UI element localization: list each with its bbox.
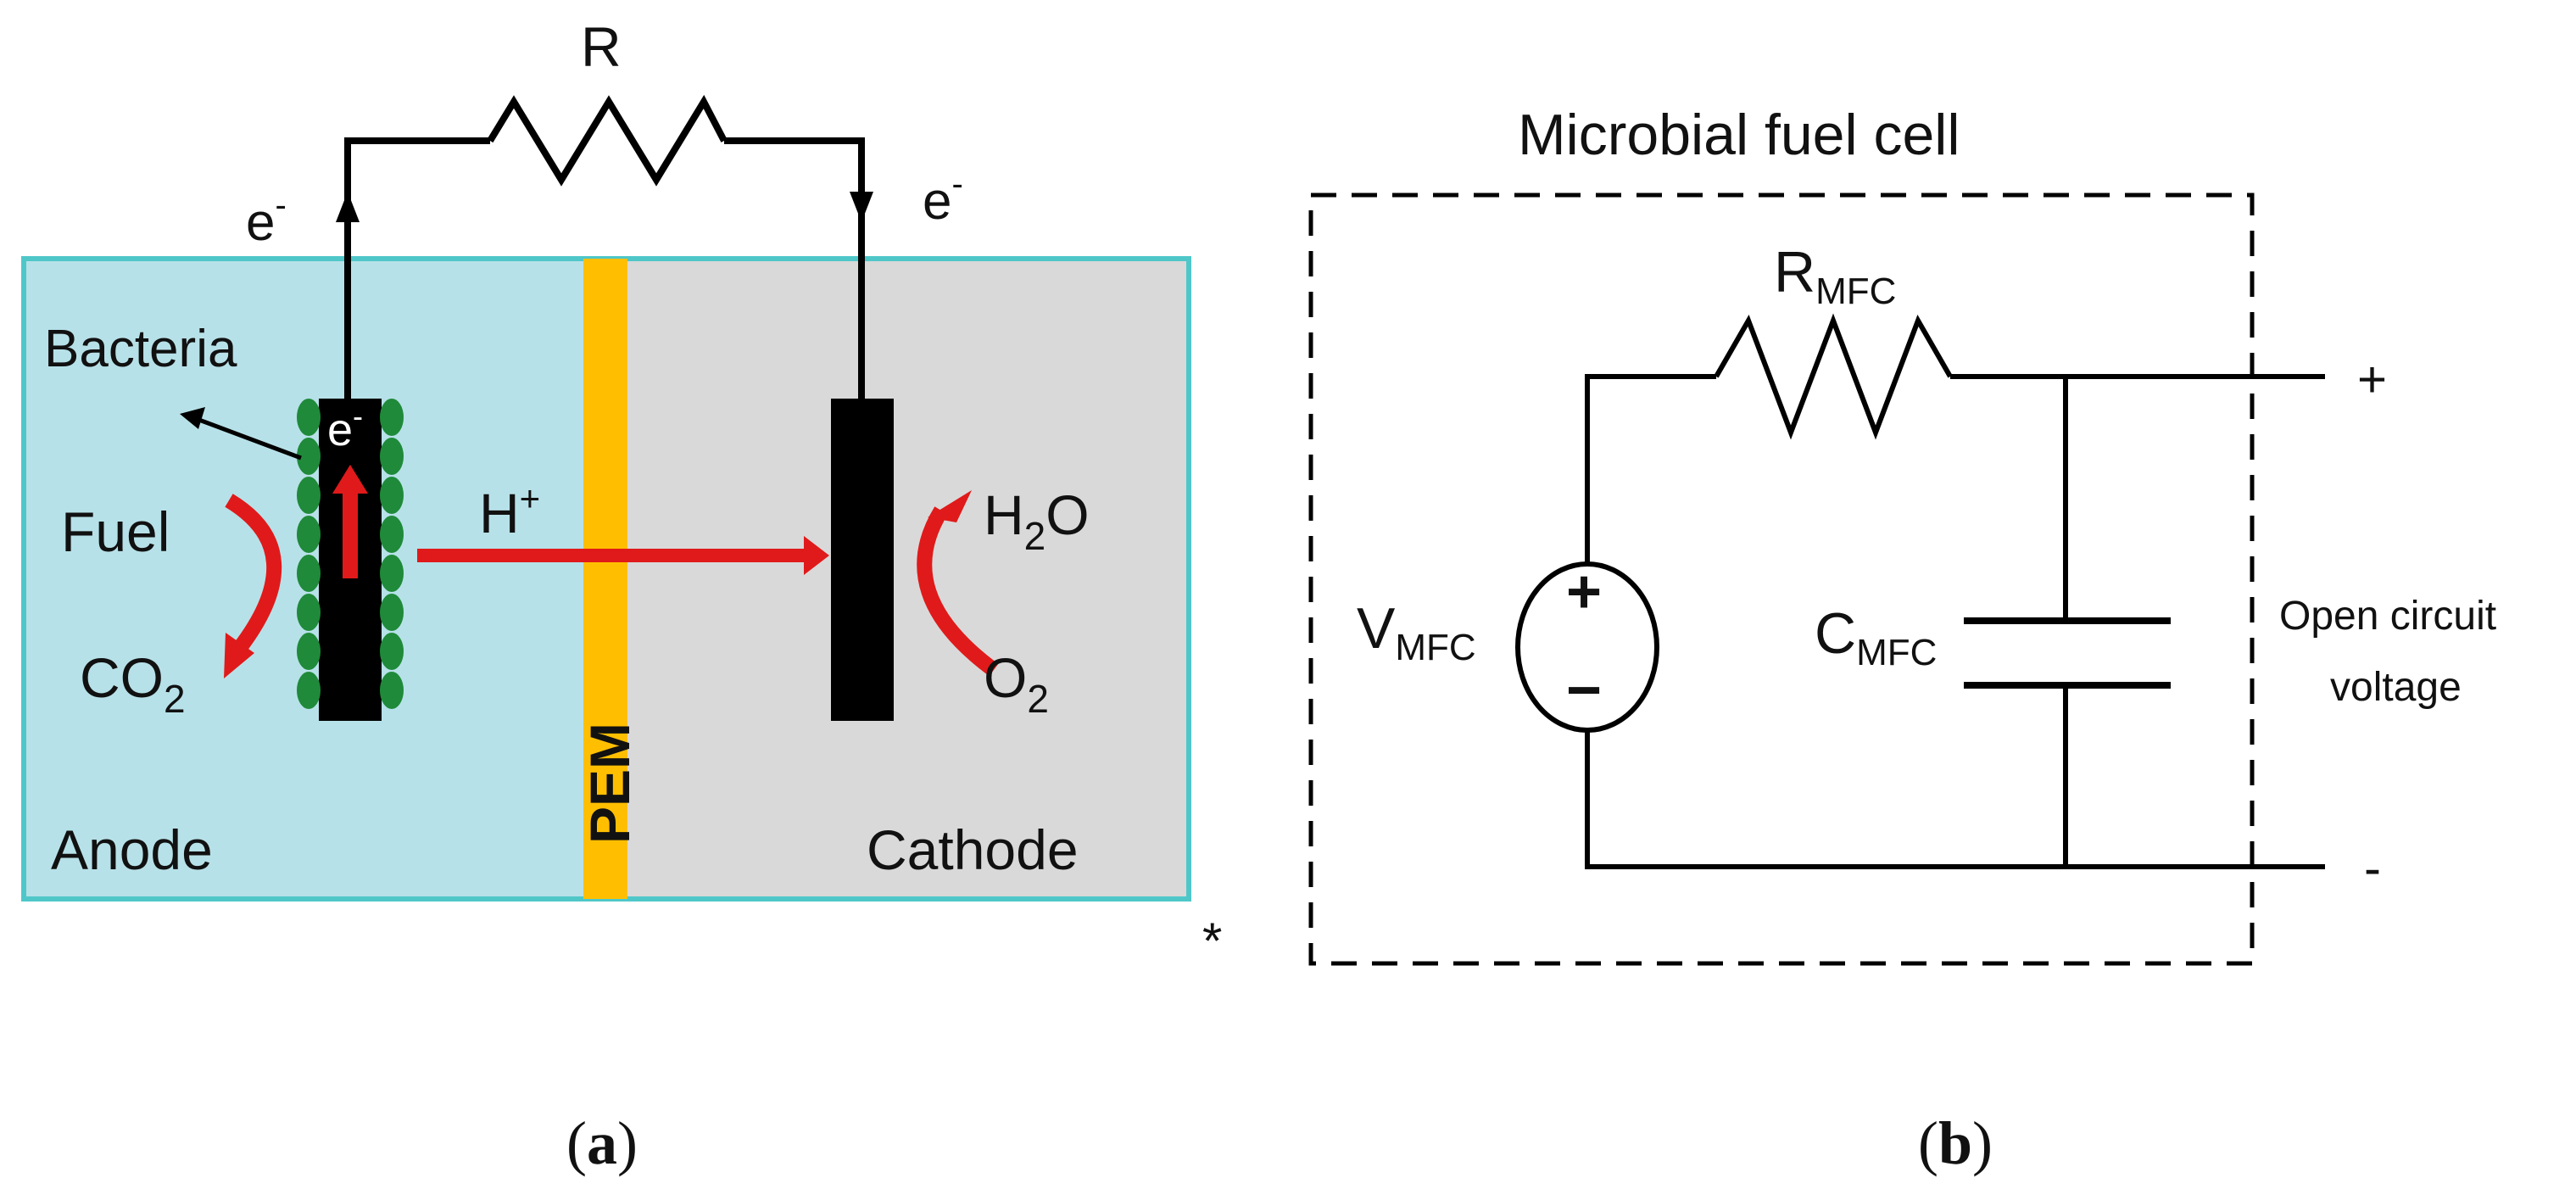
- asterisk-mark: *: [1202, 913, 1222, 969]
- source-minus-sign: −: [1566, 656, 1602, 724]
- bacterium: [380, 555, 404, 592]
- bacteria-pointer-head: [180, 407, 205, 429]
- anode-label: Anode: [51, 818, 213, 881]
- electron-label-right: e-: [923, 165, 963, 231]
- membrane-label: PEM: [578, 723, 641, 844]
- bacterium: [297, 516, 321, 553]
- cathode-label: Cathode: [867, 818, 1079, 881]
- bacterium: [297, 672, 321, 709]
- circuit-wire-bottom: [1585, 717, 2325, 869]
- bacterium: [297, 555, 321, 592]
- bacteria-pointer-line: [196, 416, 302, 461]
- electron-flow-arrow-down: [850, 192, 873, 222]
- bacterium: [380, 477, 404, 514]
- proton-flow-arrow-shaft: [417, 549, 807, 562]
- bacterium: [380, 516, 404, 553]
- circuit-wire-top-left: [1585, 374, 1716, 577]
- ocv-label-line2: voltage: [2330, 665, 2462, 710]
- cathode-chamber: [600, 259, 1189, 899]
- electron-on-anode-label: e-: [327, 399, 363, 455]
- proton-flow-arrow-head: [804, 536, 829, 575]
- bacterium: [297, 438, 321, 475]
- bacteria-cells: [297, 399, 404, 709]
- bacterium: [380, 438, 404, 475]
- external-circuit-wire-right: [724, 137, 865, 399]
- source-mfc-label: VMFC: [1357, 596, 1476, 668]
- bacterium: [380, 594, 404, 631]
- capacitor-mfc-label: CMFC: [1815, 601, 1937, 673]
- proton-label: H+: [479, 478, 540, 544]
- bacterium: [297, 477, 321, 514]
- water-label: H2O: [984, 483, 1090, 558]
- panel-b-title: Microbial fuel cell: [1518, 103, 1960, 167]
- resistor-label: R: [581, 15, 622, 78]
- proton-exchange-membrane: [583, 259, 627, 899]
- fuel-oxidation-arrow-head: [224, 633, 254, 678]
- oxygen-label: O2: [984, 646, 1049, 721]
- fuel-label: Fuel: [61, 500, 170, 563]
- terminal-plus-sign: +: [2357, 351, 2387, 408]
- bacteria-label: Bacteria: [44, 320, 237, 378]
- electron-flow-arrow-up: [336, 192, 360, 222]
- voltage-source-circle: [1515, 561, 1659, 733]
- source-plus-sign: +: [1566, 558, 1602, 626]
- panel-a-caption: (a): [566, 1109, 638, 1177]
- bacterium: [297, 633, 321, 670]
- electron-release-arrow: [332, 465, 368, 578]
- fuel-cell-boundary: [1308, 193, 2255, 966]
- cathode-electrode: [831, 399, 894, 721]
- bacterium: [380, 672, 404, 709]
- co2-label: CO2: [80, 646, 186, 721]
- ocv-label-line1: Open circuit: [2279, 594, 2496, 639]
- electron-release-arrow-shaft: [343, 490, 358, 578]
- resistor-zigzag: [487, 94, 728, 187]
- bacterium: [297, 399, 321, 436]
- resistor-mfc-label: RMFC: [1774, 240, 1896, 312]
- panel-b: Microbial fuel cell + − RMFC VMFC CMFC +…: [1308, 103, 2496, 1177]
- electron-label-left: e-: [246, 187, 287, 252]
- panel-b-caption: (b): [1918, 1109, 1993, 1177]
- bacterium: [380, 633, 404, 670]
- electron-release-arrow-head: [332, 465, 368, 494]
- panel-a: PEM R e- e- e-: [21, 15, 1222, 1177]
- bacterium: [380, 399, 404, 436]
- external-circuit-wire: [344, 137, 490, 399]
- fuel-oxidation-arrow: [225, 494, 282, 654]
- resistor-mfc-zigzag: [1714, 313, 1953, 440]
- terminal-minus-sign: -: [2364, 840, 2381, 896]
- bacterium: [297, 594, 321, 631]
- oxygen-reduction-arrow: [917, 506, 999, 677]
- oxygen-reduction-arrow-head: [928, 490, 972, 522]
